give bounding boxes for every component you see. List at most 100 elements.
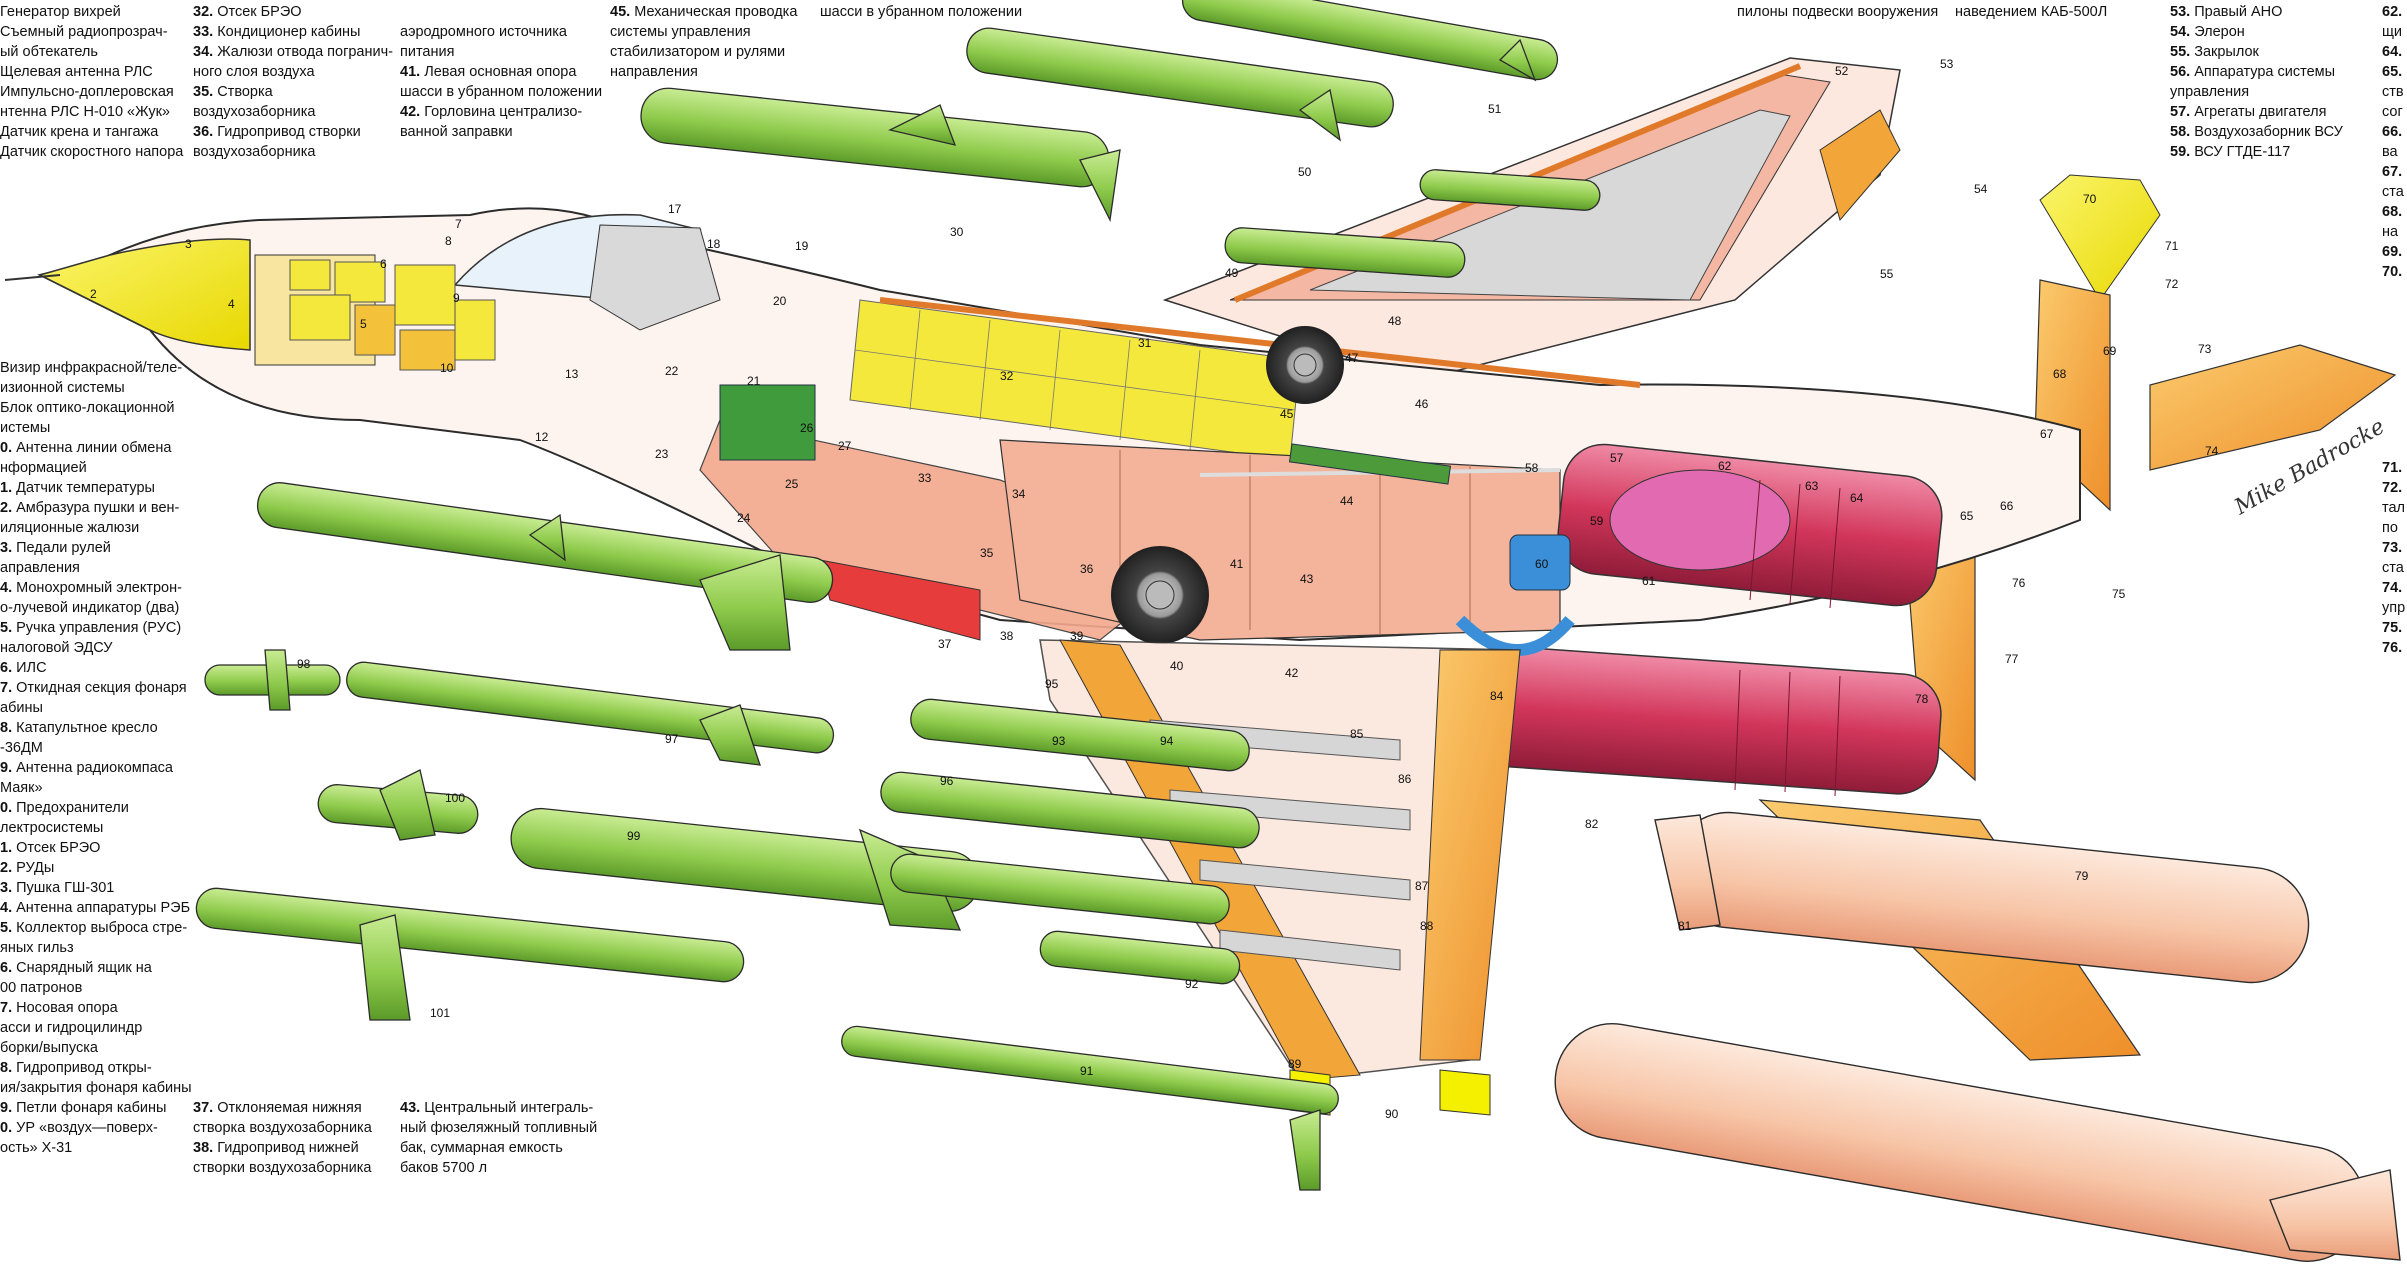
callout-95: 95 [1045, 677, 1059, 691]
legend-item-text: воздухозаборника [193, 144, 316, 160]
legend-item-text: ый обтекатель [0, 44, 98, 60]
legend-item: 74. [2382, 578, 2405, 598]
legend-item-text: ный фюзеляжный топливный [400, 1120, 598, 1136]
legend-item-number: 4. [0, 900, 13, 916]
legend-item: упр [2382, 598, 2405, 618]
legend-item: 53. Правый АНО [2170, 2, 2343, 22]
legend-item-number: 58. [2170, 124, 2191, 140]
legend-item-text: Амбразура пушки и вен- [16, 500, 180, 516]
callout-18: 18 [707, 237, 721, 251]
legend-item: 1. Датчик температуры [0, 478, 192, 498]
legend-item-text: Блок оптико-локационной [0, 400, 175, 416]
callout-49: 49 [1225, 266, 1239, 280]
legend-item: нтенна РЛС Н-010 «Жук» [0, 102, 183, 122]
callout-17: 17 [668, 202, 682, 216]
callout-74: 74 [2205, 444, 2219, 458]
legend-item-number: 1. [0, 840, 13, 856]
legend-item-text: ванной заправки [400, 124, 513, 140]
legend-item-text: ИЛС [16, 660, 47, 676]
legend-item-text: Импульсно-доплеровская [0, 84, 174, 100]
callout-39: 39 [1070, 629, 1084, 643]
legend-item-text: Агрегаты двигателя [2194, 104, 2327, 120]
legend-item-text: по [2382, 520, 2398, 536]
legend-item: ый обтекатель [0, 42, 183, 62]
legend-item: 5. Коллектор выброса стре- [0, 918, 192, 938]
legend-item-text: лектросистемы [0, 820, 104, 836]
legend-item-text: стабилизатором и рулями [610, 44, 786, 60]
legend-item-text: аправления [0, 560, 80, 576]
legend-item-number: 2. [0, 860, 13, 876]
legend-item-text: щи [2382, 24, 2403, 40]
legend-item: 0. Антенна линии обмена [0, 438, 192, 458]
legend-item: -36ДМ [0, 738, 192, 758]
legend-item: 71. [2382, 458, 2405, 478]
legend-item-text: 00 патронов [0, 980, 83, 996]
callout-19: 19 [795, 239, 809, 253]
legend-item-text: ного слоя воздуха [193, 64, 315, 80]
legend-item-text: системы управления [610, 24, 751, 40]
missiles [195, 0, 1601, 1191]
callout-67: 67 [2040, 427, 2054, 441]
legend-item-text: Механическая проводка [634, 4, 798, 20]
legend-item-number: 8. [0, 1060, 13, 1076]
legend-item-text: яных гильз [0, 940, 74, 956]
legend-item: воздухозаборника [193, 142, 393, 162]
legend-item: створки воздухозаборника [193, 1158, 372, 1178]
callout-69: 69 [2103, 344, 2117, 358]
legend-item-text: питания [400, 44, 455, 60]
legend-item: 33. Кондиционер кабины [193, 22, 393, 42]
callout-72: 72 [2165, 277, 2179, 291]
callout-50: 50 [1298, 165, 1312, 179]
legend-item: 2. Амбразура пушки и вен- [0, 498, 192, 518]
legend-item: Генератор вихрей [0, 2, 183, 22]
missile-50 [966, 27, 1394, 142]
missile-91b [890, 853, 1230, 925]
legend-item: ств [2382, 82, 2404, 102]
legend-item-number: 32. [193, 4, 214, 20]
legend-item-number: 3. [0, 880, 13, 896]
callout-35: 35 [980, 546, 994, 560]
callout-75: 75 [2112, 587, 2126, 601]
callout-64: 64 [1850, 491, 1864, 505]
legend-item: о-лучевой индикатор (два) [0, 598, 192, 618]
legend-item: шасси в убранном положении [400, 82, 602, 102]
legend-item: 7. Носовая опора [0, 998, 192, 1018]
drop-tank-79 [1654, 811, 2310, 984]
callout-26: 26 [800, 421, 814, 435]
legend-item-text: РУДы [16, 860, 55, 876]
legend-item-text: створки воздухозаборника [193, 1160, 372, 1176]
legend-item: 3. Педали рулей [0, 538, 192, 558]
legend-item-text: ия/закрытия фонаря кабины [0, 1080, 192, 1096]
legend-item-text: Центральный интеграль- [424, 1100, 594, 1116]
callout-33: 33 [918, 471, 932, 485]
callout-52: 52 [1835, 64, 1849, 78]
legend-item-number: 6. [0, 960, 13, 976]
legend-item-text: Пушка ГШ-301 [16, 880, 115, 896]
legend-item-text: Щелевая антенна РЛС [0, 64, 153, 80]
legend-item: Блок оптико-локационной [0, 398, 192, 418]
callout-47: 47 [1345, 351, 1359, 365]
legend-item-number: 65. [2382, 64, 2403, 80]
missile-100 [317, 769, 479, 841]
legend-item: 75. [2382, 618, 2405, 638]
legend-item-number: 75. [2382, 620, 2403, 636]
legend-item-number: 9. [0, 1100, 13, 1116]
legend-item: шасси в убранном положении [820, 2, 1022, 22]
legend-item: аэродромного источника [400, 22, 602, 42]
legend-item-text: шасси в убранном положении [400, 84, 603, 100]
callout-85: 85 [1350, 727, 1364, 741]
legend-item: ванной заправки [400, 122, 602, 142]
callout-13: 13 [565, 367, 579, 381]
callout-8: 8 [445, 234, 452, 248]
legend-item: 45. Механическая проводка [610, 2, 797, 22]
callout-59: 59 [1590, 514, 1604, 528]
legend-item-text: Педали рулей [16, 540, 111, 556]
legend-item-number: 34. [193, 44, 214, 60]
legend-item-text: УР «воздух—поверх- [16, 1120, 158, 1136]
callout-92: 92 [1185, 977, 1199, 991]
legend-item-text: Гидропривод нижней [217, 1140, 359, 1156]
callout-100: 100 [445, 791, 465, 805]
legend-item: 4. Монохромный электрон- [0, 578, 192, 598]
callout-79: 79 [2075, 869, 2089, 883]
